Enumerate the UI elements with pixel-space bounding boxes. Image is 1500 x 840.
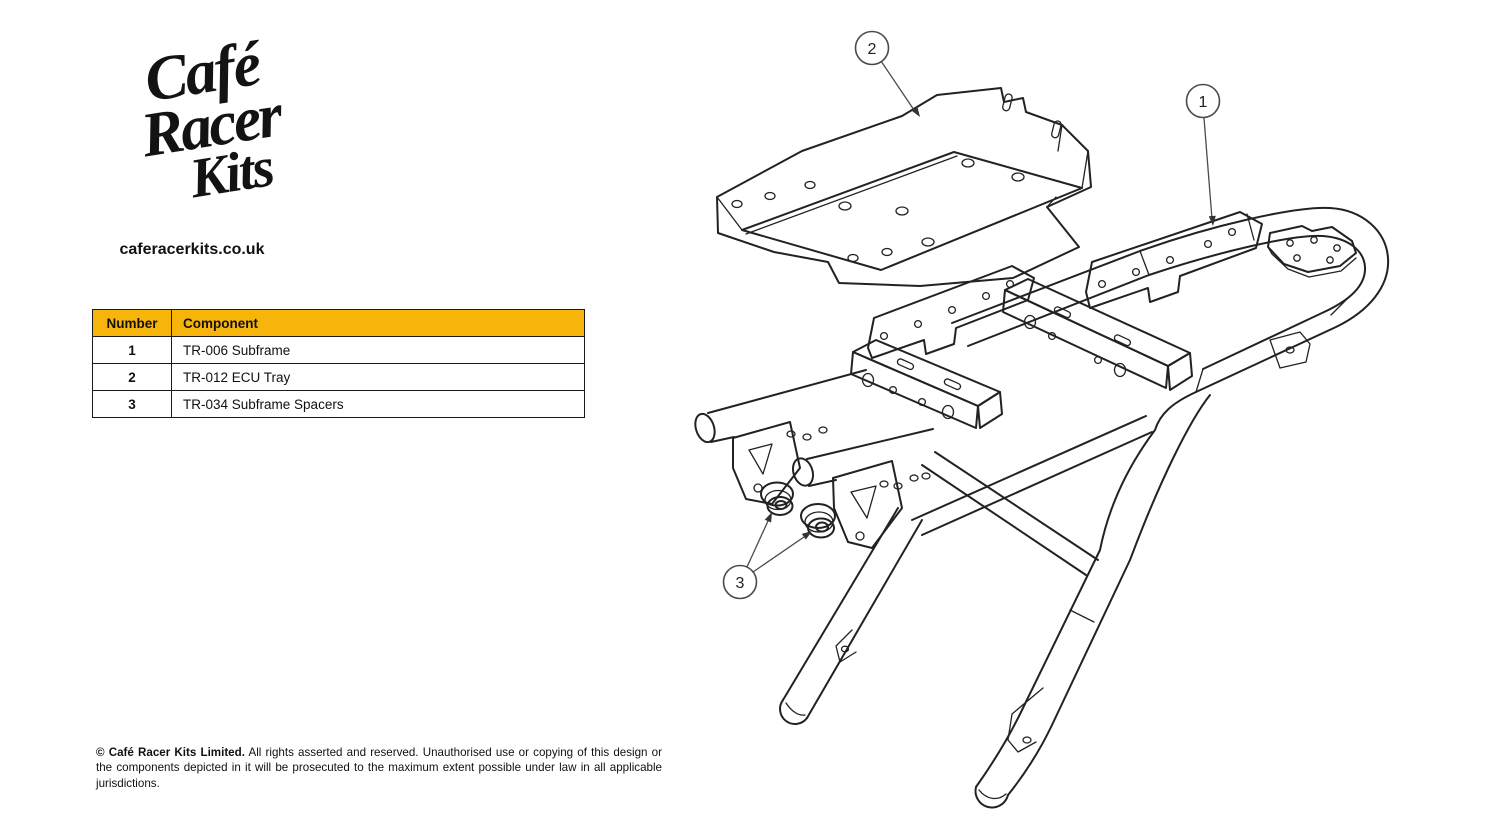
part-component-cell: TR-006 Subframe	[171, 336, 585, 364]
callout-3-balloon	[722, 564, 758, 600]
header-component: Component	[171, 309, 585, 337]
callout-1-balloon	[1185, 83, 1221, 119]
copyright-bold: © Café Racer Kits Limited.	[96, 746, 245, 759]
callout-3-label: 3	[736, 575, 745, 592]
table-row: 2 TR-012 ECU Tray	[92, 363, 585, 391]
part-number-cell: 3	[92, 390, 172, 418]
ecu-tray-drawing	[716, 87, 1092, 287]
copyright-notice: © Café Racer Kits Limited. All rights as…	[96, 745, 662, 791]
part-number-cell: 2	[92, 363, 172, 391]
callout-2-label: 2	[868, 41, 877, 58]
spacers-drawing	[760, 481, 836, 539]
part-component-cell: TR-034 Subframe Spacers	[171, 390, 585, 418]
callout-2-balloon	[854, 30, 890, 66]
subframe-drawing	[694, 206, 1390, 809]
part-component-cell: TR-012 ECU Tray	[171, 363, 585, 391]
copyright-text: All rights asserted and reserved. Unauth…	[96, 746, 662, 790]
callout-3: 3	[722, 512, 812, 600]
callout-1-label: 1	[1199, 94, 1208, 111]
callout-2: 2	[854, 30, 920, 117]
table-row: 3 TR-034 Subframe Spacers	[92, 390, 585, 418]
callout-1: 1	[1185, 83, 1221, 226]
parts-table-header-row: Number Component	[92, 309, 585, 337]
website-url: caferacerkits.co.uk	[119, 241, 265, 258]
parts-table: Number Component 1 TR-006 Subframe 2 TR-…	[92, 309, 585, 418]
table-row: 1 TR-006 Subframe	[92, 336, 585, 364]
